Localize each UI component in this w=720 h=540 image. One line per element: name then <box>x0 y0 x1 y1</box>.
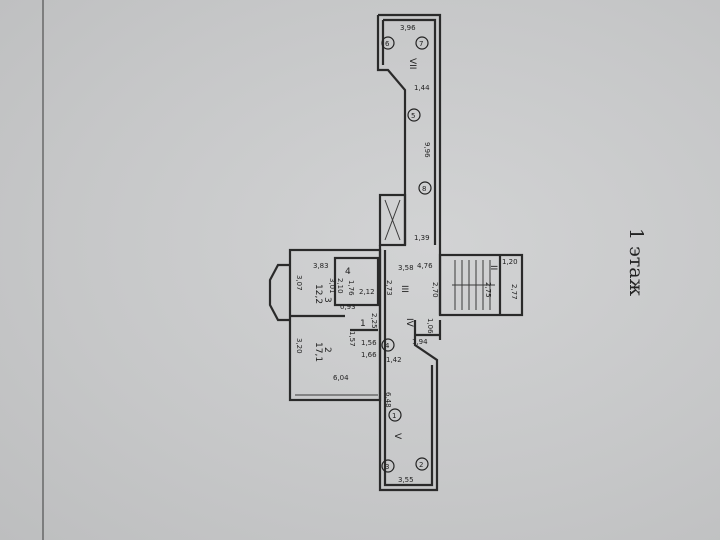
marker-circle <box>407 108 421 122</box>
marker-circle <box>418 181 432 195</box>
dimension: 1,20 <box>502 258 518 266</box>
dimension: 9,96 <box>423 142 431 158</box>
room-III-label: III <box>399 285 409 293</box>
marker-label: 6 <box>385 40 390 48</box>
room-labels: 3 12,2 2 17,1 4 1 II III IV V VII <box>313 58 498 440</box>
dimension: 2,25 <box>370 313 378 329</box>
marker-label: 4 <box>385 342 390 350</box>
dimension: 2,70 <box>431 282 439 298</box>
dimension: 1,42 <box>386 356 402 364</box>
dimension: 2,10 <box>336 278 344 294</box>
marker-label: 2 <box>419 461 423 469</box>
room-II-label: II <box>488 265 498 270</box>
marker-circle <box>415 457 429 471</box>
dimension: 1,39 <box>414 234 430 242</box>
dimension: 2,77 <box>510 284 518 300</box>
dimension: 3,07 <box>295 275 303 291</box>
room-4-label: 4 <box>345 267 351 277</box>
marker-label: 7 <box>419 40 423 48</box>
floor-title: 1 этаж <box>625 228 647 297</box>
dimension: 2,12 <box>359 288 375 296</box>
room-1-label: 1 <box>360 319 366 329</box>
marker-label: 3 <box>385 463 389 471</box>
dimension: 3,58 <box>398 264 414 272</box>
dimension: 1,94 <box>412 338 428 346</box>
section-markers: 6 7 5 8 4 1 2 3 <box>381 36 432 473</box>
marker-label: 8 <box>422 185 426 193</box>
room-VII-label: VII <box>407 58 417 69</box>
dimension: 3,55 <box>398 476 414 484</box>
walls <box>268 13 524 492</box>
marker-label: 5 <box>411 112 415 120</box>
dimension: 1,44 <box>414 84 430 92</box>
dimension: 3,20 <box>295 338 303 354</box>
room-3-label: 3 <box>322 297 332 303</box>
dimension: 1,06 <box>426 318 434 334</box>
dimension: 6,48 <box>384 392 392 408</box>
dimension: 3,83 <box>313 262 329 270</box>
marker-circle <box>381 338 395 352</box>
dimension: 1,66 <box>361 351 377 359</box>
dimension: 1,76 <box>347 280 355 296</box>
room-2-area: 17,1 <box>313 342 323 362</box>
marker-circle <box>381 36 395 50</box>
marker-circle <box>388 408 402 422</box>
dimension: 0,93 <box>340 303 356 311</box>
marker-circle <box>415 36 429 50</box>
dimensions: 3,83 3,07 3,01 2,10 1,76 2,12 0,93 2,25 … <box>295 24 518 484</box>
dimension: 2,73 <box>385 280 393 296</box>
dimension: 3,01 <box>328 278 336 294</box>
dimension: 4,76 <box>417 262 433 270</box>
dimension: 1,57 <box>348 331 356 347</box>
dimension: 3,96 <box>400 24 416 32</box>
marker-circle <box>381 459 395 473</box>
room-IV-label: IV <box>404 318 414 328</box>
dimension: 1,56 <box>361 339 377 347</box>
room-3-area: 12,2 <box>313 284 323 304</box>
room-2-label: 2 <box>322 347 332 353</box>
dimension: 2,75 <box>484 282 492 298</box>
dimension: 6,04 <box>333 374 349 382</box>
room-V-label: V <box>392 433 402 440</box>
marker-label: 1 <box>392 412 396 420</box>
